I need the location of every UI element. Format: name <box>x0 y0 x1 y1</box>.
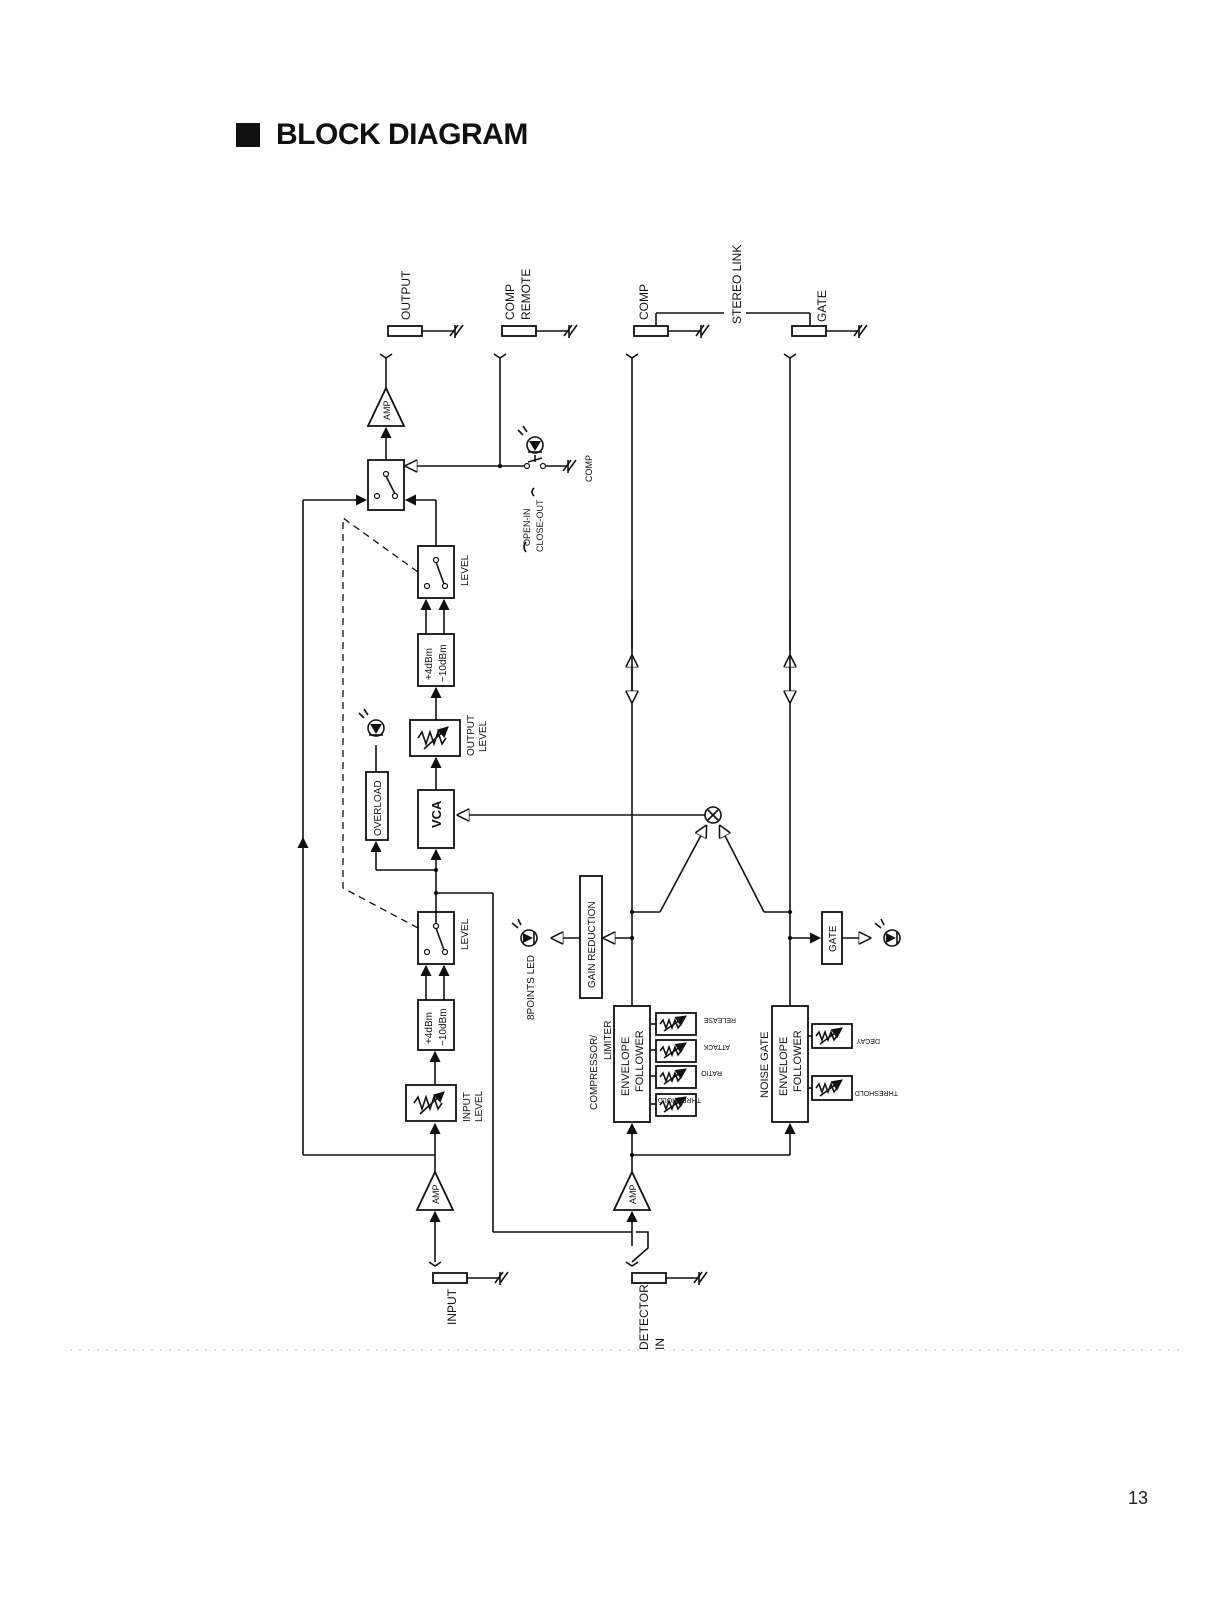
gain-reduction: GAIN REDUCTION <box>579 875 603 999</box>
svg-text:FOLLOWER: FOLLOWER <box>634 1030 646 1092</box>
ground-symbol <box>853 324 868 338</box>
page-number: 13 <box>1128 1488 1149 1508</box>
detector-in-jack <box>625 1231 708 1285</box>
output-level-switch-label: LEVEL <box>460 554 471 586</box>
8points-led-label: 8POINTS LED <box>526 955 537 1020</box>
output-level-switch[interactable] <box>417 545 455 599</box>
svg-text:+4dBm: +4dBm <box>424 1012 435 1044</box>
close-out-label: CLOSE-OUT <box>535 499 545 552</box>
ground-symbol <box>562 459 577 473</box>
input-label: INPUT <box>445 1288 459 1325</box>
page-title: BLOCK DIAGRAM <box>236 118 528 152</box>
svg-text:−10dBm: −10dBm <box>438 1008 449 1046</box>
noise-gate-label: NOISE GATE <box>759 1032 771 1098</box>
gate-threshold-control[interactable] <box>811 1075 853 1101</box>
svg-text:REMOTE: REMOTE <box>519 269 533 320</box>
input-gain-select: +4dBm −10dBm <box>417 999 455 1051</box>
output-level-label: OUTPUT <box>466 715 477 756</box>
compressor-controls[interactable] <box>650 1012 697 1117</box>
comp-remote-label: COMP <box>503 284 517 320</box>
output-jack <box>379 324 464 359</box>
comp-remote-jack <box>493 324 578 359</box>
output-label: OUTPUT <box>399 270 413 320</box>
compressor-limiter-label: COMPRESSOR/ <box>589 1035 600 1110</box>
detector-amp: AMP <box>612 1169 652 1211</box>
ratio-control[interactable] <box>655 1065 697 1089</box>
noise-gate-envelope-follower: ENVELOPE FOLLOWER <box>771 1005 809 1123</box>
ground-symbol <box>693 1271 708 1285</box>
overload-indicator: OVERLOAD <box>365 771 389 841</box>
gate-controls[interactable] <box>808 1023 853 1101</box>
svg-text:+4dBm: +4dBm <box>424 648 435 680</box>
open-in-label: OPEN-IN <box>522 508 532 546</box>
svg-text:FOLLOWER: FOLLOWER <box>792 1030 804 1092</box>
input-level-control <box>405 1084 457 1122</box>
svg-text:VCA: VCA <box>429 800 444 828</box>
bypass-switch[interactable] <box>367 459 405 511</box>
page-title-text: BLOCK DIAGRAM <box>276 118 528 151</box>
svg-text:−10dBm: −10dBm <box>438 644 449 682</box>
attack-label: ATTACK <box>703 1043 730 1050</box>
release-control[interactable] <box>655 1012 697 1036</box>
comp-link-label: COMP <box>637 284 651 320</box>
gate-link-label: GATE <box>815 290 829 322</box>
decay-label: DECAY <box>856 1037 880 1044</box>
output-gain-select: +4dBm −10dBm <box>417 633 455 687</box>
svg-text:AMP: AMP <box>382 400 392 420</box>
ground-symbol <box>695 324 710 338</box>
svg-text:AMP: AMP <box>628 1184 638 1204</box>
gate-link-jack <box>783 324 868 359</box>
ground-symbol <box>563 324 578 338</box>
title-bullet-icon <box>236 123 260 147</box>
svg-text:LEVEL: LEVEL <box>474 1090 485 1122</box>
detector-in-label: DETECTOR <box>637 1284 651 1350</box>
input-amp: AMP <box>415 1169 455 1211</box>
multiplier-icon <box>704 806 722 824</box>
svg-text:IN: IN <box>653 1338 667 1350</box>
svg-text:LEVEL: LEVEL <box>478 720 489 752</box>
comp-switch[interactable] <box>523 455 577 473</box>
threshold-control[interactable] <box>655 1093 697 1117</box>
comp-switch-label: COMP <box>584 455 594 482</box>
output-level-control <box>409 719 461 757</box>
gate-threshold-label: THRESHOLD <box>855 1089 898 1096</box>
overload-led-icon <box>358 708 385 737</box>
ground-symbol <box>494 1271 509 1285</box>
input-level-switch-label: LEVEL <box>460 918 471 950</box>
comp-led-icon <box>517 425 544 454</box>
svg-text:GAIN REDUCTION: GAIN REDUCTION <box>587 901 598 988</box>
ground-symbol <box>449 324 464 338</box>
input-level-label: INPUT <box>462 1092 473 1122</box>
gate-indicator: GATE <box>821 911 843 965</box>
svg-text:AMP: AMP <box>431 1184 441 1204</box>
input-jack <box>428 1261 509 1285</box>
release-label: RELEASE <box>703 1016 736 1023</box>
vca: VCA <box>417 789 455 849</box>
gain-reduction-led-icon <box>511 918 538 947</box>
threshold-label: THRESHOLD <box>658 1096 701 1103</box>
svg-text:OVERLOAD: OVERLOAD <box>373 780 384 836</box>
comp-link-jack <box>625 324 710 359</box>
decay-control[interactable] <box>811 1023 853 1049</box>
stereo-link-label: STEREO LINK <box>730 245 744 324</box>
output-amp: AMP <box>366 385 406 427</box>
compressor-envelope-follower: ENVELOPE FOLLOWER <box>613 1005 651 1123</box>
ratio-label: RATIO <box>701 1069 722 1076</box>
svg-text:ENVELOPE: ENVELOPE <box>620 1037 632 1096</box>
svg-text:GATE: GATE <box>828 925 839 952</box>
svg-text:LIMITER: LIMITER <box>603 1021 614 1060</box>
gate-led-icon <box>874 918 901 947</box>
attack-control[interactable] <box>655 1039 697 1063</box>
svg-text:ENVELOPE: ENVELOPE <box>778 1037 790 1096</box>
input-level-switch[interactable] <box>417 911 455 965</box>
